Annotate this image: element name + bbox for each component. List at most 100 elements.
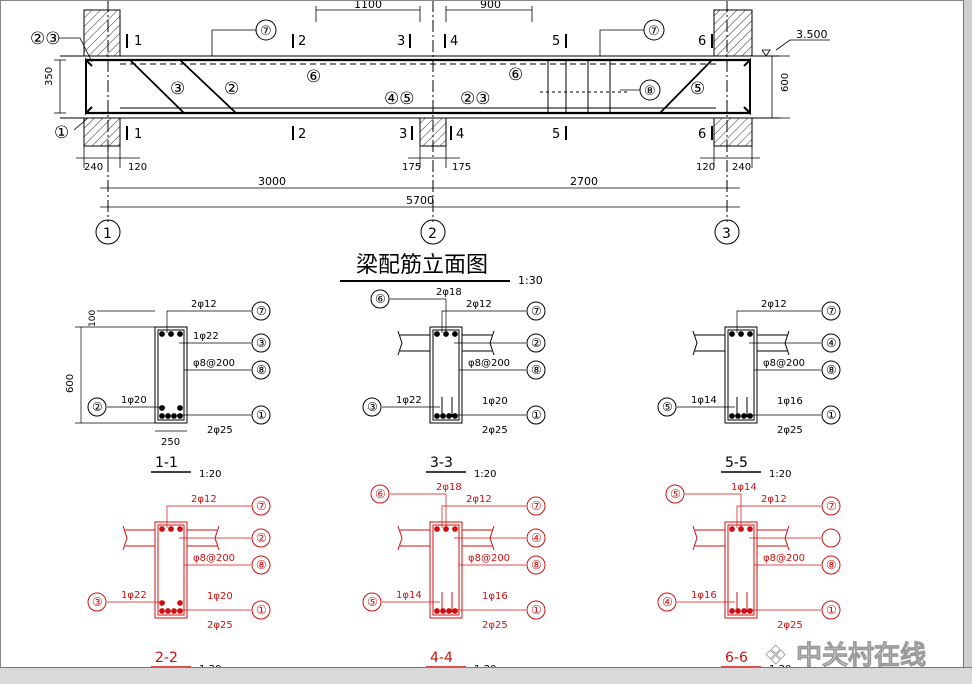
dim-240-left: 240: [84, 162, 103, 173]
label-mid-bar: 1φ20: [207, 591, 233, 602]
rebar-dot: [747, 331, 753, 337]
leader-line: [736, 505, 821, 528]
callout-7-a: ⑦: [260, 24, 272, 39]
rebar-dot: [735, 413, 741, 419]
rebar-dot: [171, 413, 177, 419]
beam-outline: [429, 326, 463, 424]
vertical-scrollbar[interactable]: [963, 0, 972, 684]
dim-1100: 1100: [354, 0, 382, 11]
callout-number: ⑧: [531, 558, 542, 572]
section-title: 5-5: [725, 455, 748, 471]
callout-5: ⑤: [690, 79, 705, 99]
section-title: 3-3: [430, 455, 453, 471]
rebar-dot: [159, 526, 165, 532]
label-mid-bar: 1φ16: [482, 591, 508, 602]
callout-circle: [251, 360, 271, 380]
axis-label-2: 2: [428, 226, 437, 242]
label-top-bars-extra: 2φ18: [436, 287, 462, 298]
rebar-dot: [446, 608, 452, 614]
leader-line: [166, 310, 251, 333]
rebar-dot: [729, 413, 735, 419]
stirrup: [157, 329, 185, 421]
label-left-bar: 1φ20: [121, 395, 147, 406]
rebar-dot: [735, 608, 741, 614]
section-title: 4-4: [430, 650, 453, 666]
rebar-dot: [177, 405, 183, 411]
left-support-upper: [83, 9, 121, 57]
axis-bubble-2: [420, 219, 446, 245]
span-3000: 3000: [258, 175, 286, 188]
callout-circle: [657, 397, 677, 417]
label-mid-bar: 1φ20: [482, 396, 508, 407]
label-bottom-bars: 2φ25: [777, 425, 803, 436]
callout-circle: [251, 405, 271, 425]
rebar-dot: [747, 526, 753, 532]
label-top-right-bar: 1φ22: [193, 331, 219, 342]
rebar-dot: [177, 331, 183, 337]
callout-3: ③: [170, 79, 185, 99]
elevation-scale: 1:30: [518, 274, 543, 287]
callout-number: ⑧: [531, 363, 542, 377]
label-stirrups: φ8@200: [193, 358, 235, 369]
rebar-dot: [165, 413, 171, 419]
section-mark-4-top: 4: [450, 34, 458, 49]
callout-circle: [526, 301, 546, 321]
rebar-dot: [440, 413, 446, 419]
label-stirrups: φ8@200: [468, 358, 510, 369]
section-mark-5-bottom: 5: [552, 127, 560, 142]
leader-line: [390, 493, 447, 528]
label-top-bars: 2φ12: [191, 494, 217, 505]
callout-45: ④⑤: [384, 89, 414, 109]
callout-number: ①: [531, 408, 542, 422]
section-2-2: [87, 496, 271, 668]
section-scale: 1:20: [769, 469, 791, 480]
callout-number: ⑧: [256, 363, 267, 377]
right-support-upper: [713, 9, 753, 57]
section-title: 6-6: [725, 650, 748, 666]
callout-circle: [251, 301, 271, 321]
rebar-dot: [729, 608, 735, 614]
section-scale: 1:20: [199, 664, 221, 668]
label-top-bars: 2φ12: [466, 299, 492, 310]
horizontal-scrollbar[interactable]: [0, 667, 972, 684]
callout-23-left: ②③: [30, 29, 60, 49]
callout-number: ②: [256, 531, 267, 545]
rebar-dot: [168, 331, 174, 337]
rebar-dot: [159, 331, 165, 337]
bent-bar-5: [659, 59, 713, 114]
rebar-dot: [159, 405, 165, 411]
rebar-dot: [434, 608, 440, 614]
break-line: [122, 525, 128, 551]
rebar-dot: [168, 526, 174, 532]
dim-900: 900: [480, 0, 501, 11]
callout-circle: [821, 496, 841, 516]
callout-6-b: ⑥: [508, 65, 523, 85]
section-mark-5-top: 5: [552, 34, 560, 49]
section-title: 2-2: [155, 650, 178, 666]
rebar-dot: [446, 413, 452, 419]
callout-circle: [370, 484, 390, 504]
axis-label-1: 1: [103, 226, 112, 242]
rebar-dot: [171, 608, 177, 614]
label-top-bars: 2φ12: [761, 494, 787, 505]
dim-120-right: 120: [696, 162, 715, 173]
beam-outline: [154, 326, 188, 424]
rebar-dot: [177, 413, 183, 419]
rebar-dot: [738, 331, 744, 337]
beam-outline: [724, 521, 758, 619]
section-mark-1-bottom: 1: [134, 127, 142, 142]
callout-circle: [526, 360, 546, 380]
leader-lines: [58, 29, 644, 131]
leader-line: [390, 298, 447, 333]
section-mark-3-top: 3: [397, 34, 405, 49]
callout-number: ③: [256, 336, 267, 350]
bent-bar-3: [120, 59, 420, 114]
rebar-dot: [452, 608, 458, 614]
callout-circle: [657, 592, 677, 612]
dim-240-right: 240: [732, 162, 751, 173]
callout-number: ②: [92, 400, 103, 414]
section-cut-marks: [126, 34, 713, 140]
